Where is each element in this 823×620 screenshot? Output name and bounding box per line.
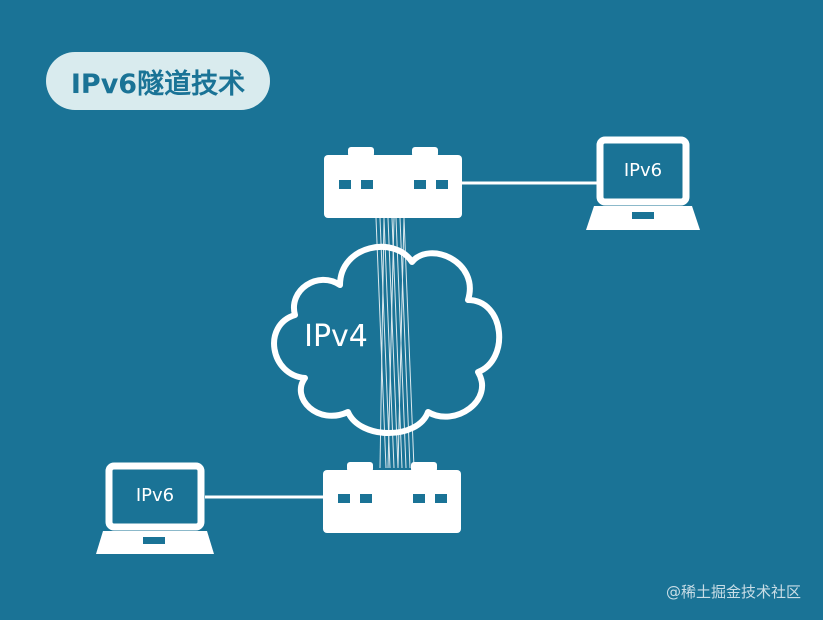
ipv6-tunnel	[375, 217, 415, 469]
watermark: @稀土掘金技术社区	[665, 583, 801, 601]
laptop-icon-bottom	[96, 462, 214, 554]
cloud-label: IPv4	[304, 319, 368, 354]
ipv4-cloud-shape	[271, 244, 503, 436]
laptop-top-label: IPv6	[624, 160, 662, 181]
router-icon-top	[324, 147, 462, 218]
page-title: IPv6隧道技术	[46, 52, 270, 110]
laptop-bottom-label: IPv6	[136, 485, 174, 506]
laptop-icon-top	[586, 136, 700, 230]
router-icon-bottom	[323, 462, 461, 533]
